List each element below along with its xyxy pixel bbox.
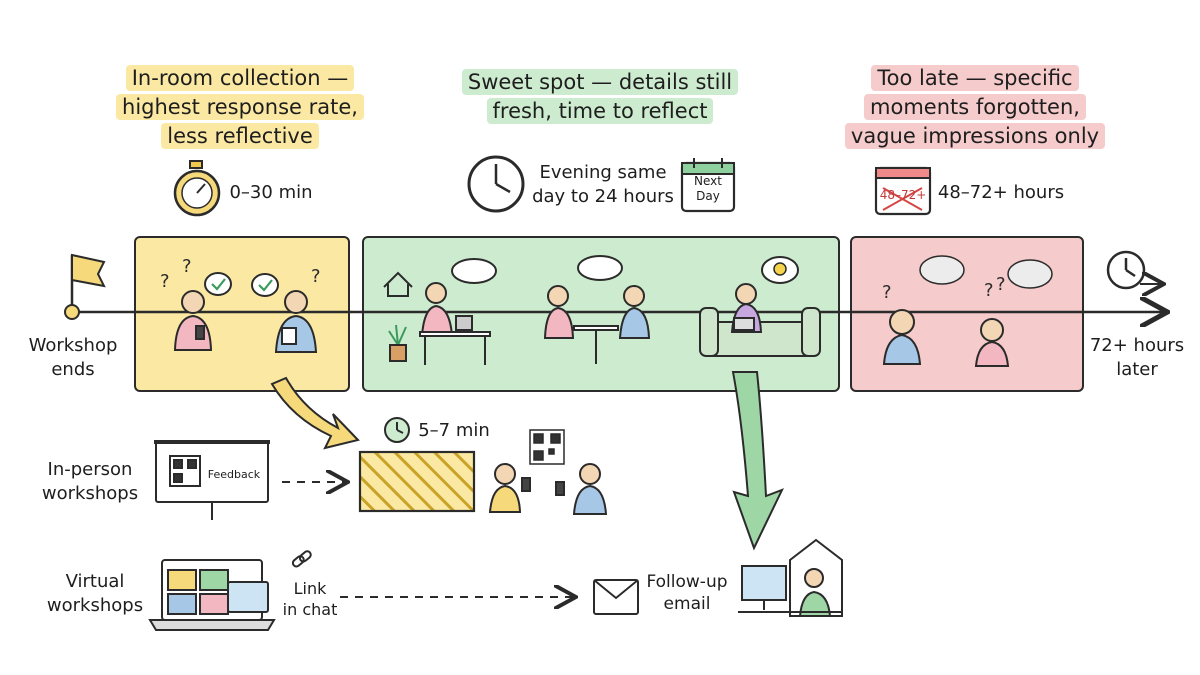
- link-icon: [291, 550, 312, 568]
- person-at-computer-icon: [738, 538, 843, 617]
- people-at-table-icon: [543, 285, 651, 364]
- yellow-arrow: [270, 376, 360, 450]
- question-mark: ?: [996, 274, 1006, 295]
- virtual-label: Virtual workshops: [40, 570, 150, 618]
- label-line: Link: [293, 579, 327, 598]
- green-arrow: [731, 371, 784, 551]
- follow-up-email-label: Follow-up email: [642, 571, 732, 615]
- question-mark: ?: [882, 282, 892, 303]
- laptop-icon: [148, 559, 276, 631]
- person-at-desk-icon: [419, 282, 491, 365]
- duration-label: 5–7 min: [418, 420, 490, 441]
- projector-screen-icon: [154, 440, 270, 520]
- screen-feedback-text: Feedback: [207, 468, 261, 481]
- person-icon: [274, 290, 318, 353]
- annotation-line: Too late — specific: [871, 65, 1079, 91]
- annotation-in-room: In-room collection — highest response ra…: [100, 64, 380, 151]
- people-scanning-icon: [488, 463, 608, 515]
- too-late-zone: [850, 236, 1084, 392]
- calendar-late-text: 48–72+: [879, 188, 927, 202]
- annotation-line: highest response rate,: [116, 94, 364, 120]
- annotation-line: Sweet spot — details still: [461, 69, 739, 95]
- flag-icon: [64, 253, 106, 320]
- calendar-late-icon: [874, 166, 932, 216]
- thought-bubble: [451, 258, 497, 284]
- label-line: Workshop: [28, 335, 118, 356]
- calendar-line: Day: [696, 189, 720, 203]
- label-line: workshops: [46, 595, 144, 616]
- foggy-thought-bubble: [919, 255, 965, 285]
- in-person-label: In-person workshops: [30, 458, 150, 506]
- qr-code-icon: [529, 429, 565, 465]
- question-mark: ?: [984, 280, 994, 301]
- label-line: In-person: [47, 459, 133, 480]
- time-in-room: 0–30 min: [229, 182, 313, 203]
- label-line: in chat: [282, 600, 338, 619]
- annotation-line: fresh, time to reflect: [486, 98, 714, 124]
- question-mark: ?: [311, 266, 321, 287]
- time-too-late: 48–72+ hours: [937, 182, 1065, 203]
- time-window-bar: [358, 450, 476, 513]
- timeline-end-label: 72+ hours later: [1082, 334, 1192, 382]
- email-envelope-icon: [593, 579, 639, 615]
- calendar-line: Next: [694, 174, 722, 188]
- time-line: day to 24 hours: [532, 186, 674, 207]
- label-line: later: [1116, 359, 1158, 380]
- time-line: Evening same: [539, 162, 667, 183]
- question-mark: ?: [160, 271, 170, 292]
- lightbulb-icon: [773, 262, 787, 276]
- label-line: workshops: [41, 483, 139, 504]
- in-room-zone: [134, 236, 350, 392]
- annotation-line: In-room collection —: [125, 65, 355, 91]
- time-sweet-spot: Evening same day to 24 hours: [528, 161, 678, 209]
- small-clock-icon: [384, 417, 410, 443]
- annotation-line: vague impressions only: [844, 123, 1106, 149]
- annotation-sweet-spot: Sweet spot — details still fresh, time t…: [440, 68, 760, 126]
- stopwatch-icon: [173, 160, 221, 217]
- link-in-chat-label: Link in chat: [280, 578, 340, 620]
- person-on-sofa-icon: [699, 283, 821, 357]
- check-bubble-icon: [204, 272, 232, 296]
- clock-end-icon: [1106, 250, 1162, 288]
- confused-person-icon: [882, 309, 1010, 367]
- plant-icon: [388, 324, 407, 362]
- check-bubble-icon: [251, 273, 279, 297]
- person-icon: [173, 290, 213, 351]
- house-icon: [383, 271, 413, 297]
- annotation-line: less reflective: [161, 123, 319, 149]
- thought-bubble: [577, 255, 623, 281]
- timeline-start-label: Workshop ends: [18, 334, 128, 382]
- label-line: email: [663, 594, 711, 614]
- label-line: ends: [51, 359, 95, 380]
- annotation-line: moments forgotten,: [864, 94, 1086, 120]
- calendar-next-day-icon: [680, 158, 736, 213]
- label-line: Virtual: [65, 571, 125, 592]
- foggy-thought-bubble: [1007, 259, 1053, 289]
- annotation-too-late: Too late — specific moments forgotten, v…: [830, 64, 1120, 151]
- label-line: 72+ hours: [1089, 335, 1185, 356]
- calendar-next-day-text: Next Day: [682, 174, 734, 204]
- label-line: Follow-up: [646, 572, 728, 592]
- question-mark: ?: [182, 256, 192, 277]
- clock-icon: [467, 155, 525, 213]
